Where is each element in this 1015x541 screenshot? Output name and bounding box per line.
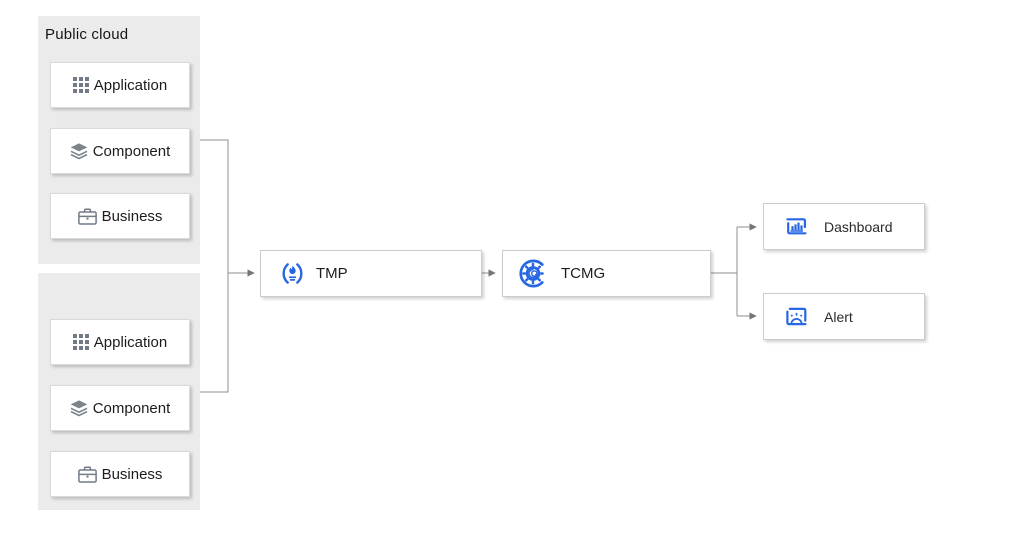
prometheus-icon [279,260,306,287]
application-node: Application [50,62,190,108]
tcmg-node: TCMG [502,250,711,297]
public-cloud-group: Public cloud Application Component [38,16,200,264]
application-node: Application [50,319,190,365]
node-label: Alert [824,308,853,325]
tmp-node: TMP [260,250,482,297]
cloud-group-2: Application Component Bus [38,273,200,510]
siren-icon [783,305,810,329]
dashboard-node: Dashboard [763,203,925,250]
node-label: Component [92,142,171,160]
bar-chart-icon [783,215,810,239]
grid-icon [72,77,89,93]
business-node: Business [50,451,190,497]
briefcase-icon [77,465,97,483]
layers-icon [70,399,88,417]
group-title: Public cloud [45,26,129,43]
node-label: Business [101,207,163,225]
node-label: Dashboard [824,218,893,235]
groups-merge-line [200,139,229,393]
component-node: Component [50,128,190,174]
layers-icon [70,142,88,160]
grid-icon [72,334,89,350]
node-label: Business [101,465,163,483]
node-label: Application [93,76,168,94]
node-label: TMP [316,265,348,282]
business-node: Business [50,193,190,239]
node-label: Application [93,333,168,351]
component-node: Component [50,385,190,431]
briefcase-icon [77,207,97,225]
tcmg-branch-line [711,227,738,316]
node-label: Component [92,399,171,417]
gear-icon [518,258,549,289]
alert-node: Alert [763,293,925,340]
node-label: TCMG [561,265,606,282]
